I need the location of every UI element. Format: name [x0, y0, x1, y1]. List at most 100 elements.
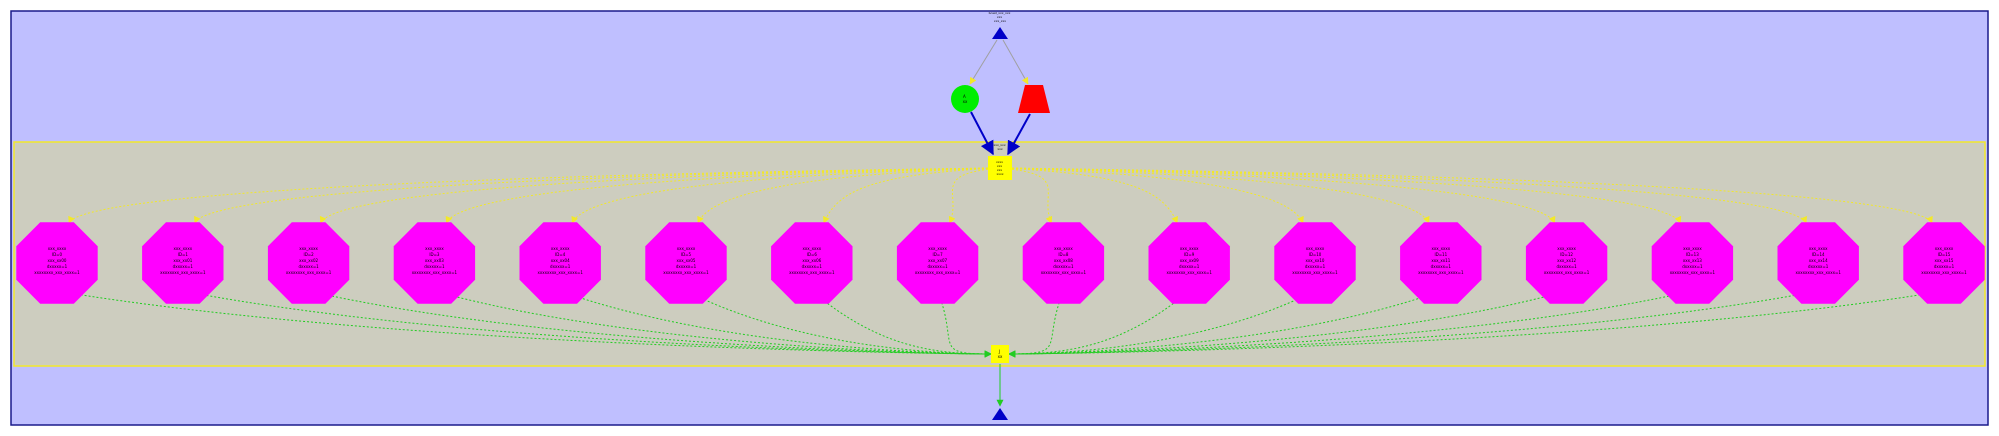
- octagon-8-line-1: ID=8: [1058, 252, 1069, 257]
- hub-line-3: xxxx: [996, 172, 1003, 176]
- octagon-9-line-1: ID=9: [1184, 252, 1195, 257]
- octagon-14-line-0: xxx_xxxx: [1809, 246, 1828, 251]
- octagon-9-line-0: xxx_xxxx: [1180, 246, 1199, 251]
- octagon-2-line-3: dxxxxx=1: [298, 264, 319, 269]
- edge-hub-to-octagon-4: [571, 167, 1001, 224]
- octagon-5-line-2: xxx_xx05: [677, 258, 696, 263]
- octagon-13-line-0: xxx_xxxx: [1683, 246, 1702, 251]
- octagon-10-line-4: xxxxxxxx_xxx_xxxx=1: [1292, 270, 1338, 275]
- edge-hub-to-octagon-6: [823, 167, 1001, 224]
- octagon-15-line-0: xxx_xxxx: [1935, 246, 1954, 251]
- octagon-1-line-3: dxxxxx=1: [173, 264, 194, 269]
- octagon-shape-3: [393, 222, 476, 304]
- hub-line-1: xxx: [997, 164, 1003, 168]
- octagon-9-line-2: xxx_xx09: [1180, 258, 1199, 263]
- octagon-shape-11: [1400, 222, 1482, 304]
- hub-line-0: xxxx: [996, 160, 1003, 164]
- edge-hub-to-octagon-2: [319, 167, 1001, 224]
- octagon-shape-14: [1777, 222, 1859, 304]
- octagon-shape-4: [519, 222, 601, 304]
- octagon-1-line-2: xxx_xx01: [173, 258, 192, 263]
- sink-node: J xx: [991, 345, 1009, 363]
- octagon-13-line-2: xxx_xx13: [1683, 258, 1702, 263]
- edges-layer: [56, 39, 1945, 407]
- edge-hub-to-octagon-1: [194, 167, 1001, 224]
- octagon-9-line-4: xxxxxxxx_xxx_xxxx=1: [1166, 270, 1212, 275]
- octagon-15-line-3: dxxxxx=1: [1934, 264, 1955, 269]
- octagon-7-line-1: ID=7: [933, 252, 944, 257]
- top-node-line-1: xxx: [997, 15, 1003, 19]
- octagon-5-line-3: dxxxxx=1: [676, 264, 697, 269]
- hub-square: [988, 156, 1012, 180]
- edge-hub-to-octagon-0: [68, 167, 1001, 224]
- octagon-11-line-3: dxxxxx=1: [1431, 264, 1452, 269]
- octagon-15-line-4: xxxxxxxx_xxx_xxxx=1: [1921, 270, 1967, 275]
- octagon-6-line-2: xxx_xx06: [802, 258, 821, 263]
- edge-hub-to-octagon-12: [999, 167, 1556, 224]
- octagon-13-line-4: xxxxxxxx_xxx_xxxx=1: [1670, 270, 1716, 275]
- circle-node-line-0: A: [963, 94, 966, 99]
- edge-octagon-to-sink-2: [308, 290, 992, 358]
- octagon-6-line-4: xxxxxxxx_xxx_xxxx=1: [789, 270, 835, 275]
- sink-line-1: xx: [998, 354, 1003, 359]
- hub-node: xxx_xxx xxx xxxx xxx xxx xxxx: [988, 143, 1012, 180]
- octagon-1-line-1: ID=1: [178, 252, 189, 257]
- green-circle: [951, 85, 979, 113]
- svg-text:xxxx xxx xxx: xxxx xxx xxx xxxx: [996, 160, 1004, 176]
- hub-caption-line-1: xxx: [997, 147, 1003, 151]
- octagon-shape-2: [267, 222, 350, 304]
- octagon-9-line-3: dxxxxx=1: [1179, 264, 1200, 269]
- octagon-12-line-1: ID=12: [1560, 252, 1573, 257]
- octagon-6-line-0: xxx_xxxx: [803, 246, 822, 251]
- octagon-0-line-4: xxxxxxxx_xxx_xxxx=1: [34, 270, 80, 275]
- octagon-11-line-0: xxx_xxxx: [1432, 246, 1451, 251]
- top-triangle: [992, 27, 1008, 39]
- top-node-line-2: xxx_xxx: [994, 19, 1006, 23]
- octagon-12-line-3: dxxxxx=1: [1556, 264, 1577, 269]
- octagon-8-line-3: dxxxxx=1: [1053, 264, 1074, 269]
- edge-hub-to-octagon-9: [999, 167, 1178, 224]
- sink-line-0: J: [998, 349, 1000, 354]
- edge-octagon-to-sink-8: [1008, 290, 1064, 358]
- octagon-4-line-4: xxxxxxxx_xxx_xxxx=1: [537, 270, 583, 275]
- top-node: bcast_xxx_xxx xxx xxx_xxx: [989, 11, 1011, 39]
- octagon-1-line-4: xxxxxxxx_xxx_xxxx=1: [160, 270, 206, 275]
- octagon-6-line-3: dxxxxx=1: [802, 264, 823, 269]
- octagon-11-line-1: ID=11: [1434, 252, 1447, 257]
- trapezoid-node: [1018, 85, 1050, 113]
- octagon-4-line-3: dxxxxx=1: [550, 264, 571, 269]
- octagon-8-line-2: xxx_xx08: [1054, 258, 1073, 263]
- octagon-0-line-1: ID=0: [52, 252, 63, 257]
- edge-hub-to-octagon-8: [999, 167, 1053, 224]
- octagon-0-line-3: dxxxxx=1: [47, 264, 68, 269]
- octagon-8-line-4: xxxxxxxx_xxx_xxxx=1: [1041, 270, 1087, 275]
- octagon-14-line-2: xxx_xx14: [1809, 258, 1828, 263]
- octagon-shape-0: [16, 222, 98, 304]
- octagon-13-line-3: dxxxxx=1: [1682, 264, 1703, 269]
- edge-hub-to-octagon-15: [999, 167, 1933, 224]
- octagon-7-line-4: xxxxxxxx_xxx_xxxx=1: [915, 270, 961, 275]
- octagon-14-line-3: dxxxxx=1: [1808, 264, 1829, 269]
- octagon-2-line-1: ID=2: [304, 252, 315, 257]
- octagon-14-line-1: ID=14: [1812, 252, 1825, 257]
- octagon-3-line-1: ID=3: [429, 252, 440, 257]
